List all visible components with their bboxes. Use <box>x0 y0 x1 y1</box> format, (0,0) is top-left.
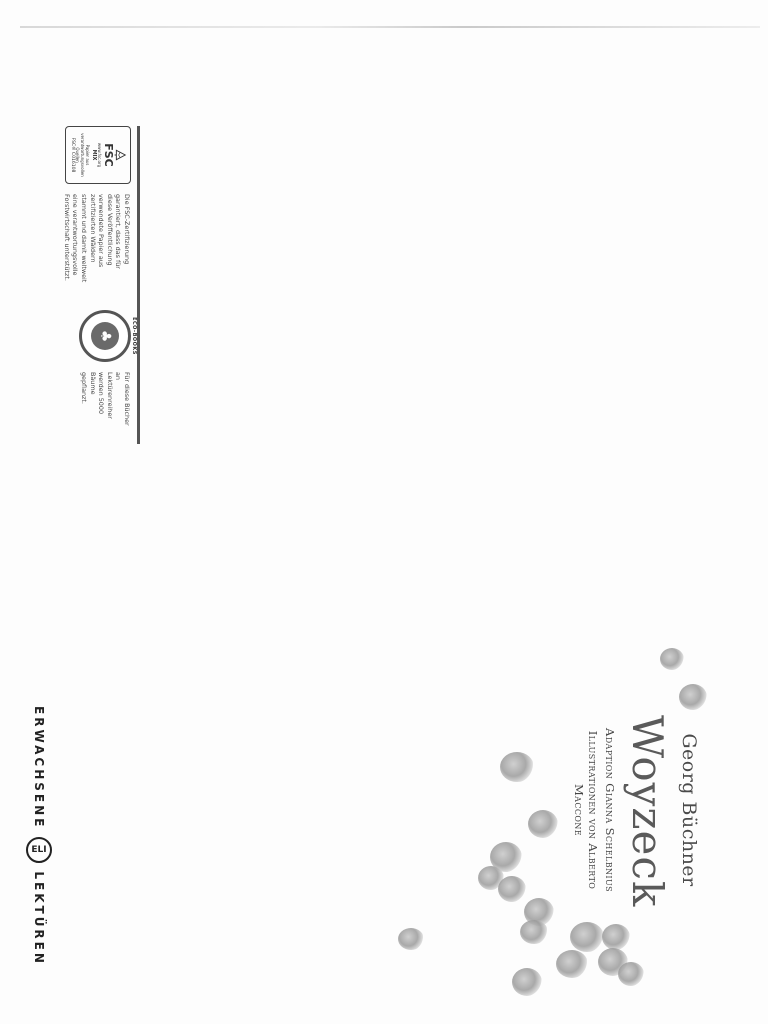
eco-tree-seal-icon: ♣ <box>91 322 119 350</box>
eco-seal: ECO-BOOKS ♣ <box>79 310 137 362</box>
book-title: Woyzeck <box>623 715 672 908</box>
book-adaptation: Adaption Gianna Schelbnius <box>603 728 617 892</box>
illustration-dot <box>498 876 526 902</box>
illustration-dot <box>602 924 630 950</box>
series-label-left: ERWACHSENE <box>32 706 46 830</box>
illustration-dot <box>528 810 558 838</box>
fsc-label: FSC www.fsc.org MIX Papier aus verantwor… <box>65 126 131 184</box>
title-block-inner: Georg Büchner Woyzeck Adaption Gianna Sc… <box>569 715 700 908</box>
illustration-dot <box>679 684 707 710</box>
illustration-dot <box>570 922 604 952</box>
eli-logo-icon: ELI <box>26 837 52 864</box>
illustration-dot <box>618 962 644 986</box>
fsc-website: www.fsc.org <box>97 142 102 168</box>
illustration-dot <box>500 752 534 782</box>
eli-logo-text: ELI <box>31 845 47 856</box>
fsc-code: FSC® C016108 <box>70 137 75 173</box>
scan-edge-line <box>20 26 760 28</box>
eco-description: Für diese Bücher an Lektürenreiher werde… <box>80 372 131 426</box>
illustration-dot <box>556 950 588 978</box>
series-label-right: LEKTÜREN <box>32 871 46 966</box>
fsc-description: Die FSC-Zertifizierung garantiert, dass … <box>62 194 131 283</box>
fsc-tree-icon <box>114 149 127 161</box>
fsc-mix-description: Papier aus verantwortungsvollen Quellen <box>75 133 90 177</box>
book-author: Georg Büchner <box>678 733 700 887</box>
eco-seal-ring-text: ECO-BOOKS <box>131 317 137 355</box>
certification-panel-inner: FSC www.fsc.org MIX Papier aus verantwor… <box>34 126 140 444</box>
book-illustrations: Illustrationen von Alberto Maccone <box>572 730 600 890</box>
illustration-dot <box>520 920 548 944</box>
publisher-series-inner: ERWACHSENE ELI LEKTÜREN <box>26 706 52 966</box>
illustration-dot <box>660 648 684 670</box>
illustration-dot <box>398 928 424 950</box>
fsc-mark: FSC <box>102 143 115 167</box>
fsc-mix: MIX <box>91 149 97 161</box>
illustration-dot <box>512 968 542 996</box>
